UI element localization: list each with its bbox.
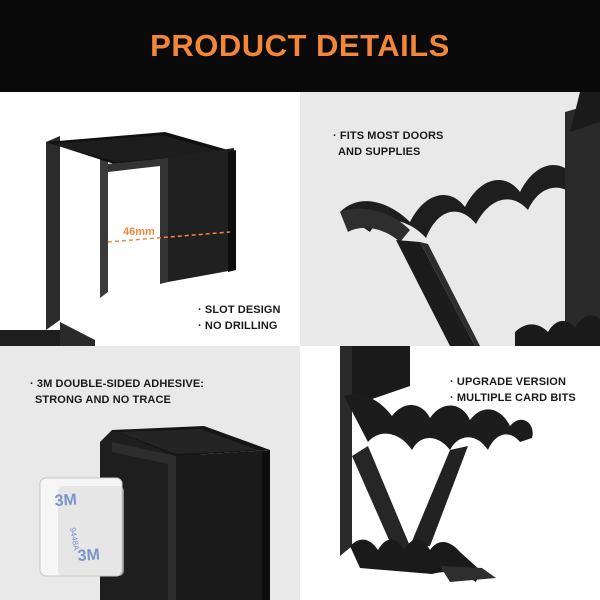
feature-line: · SLOT DESIGN [198,304,281,316]
feature-line: · UPGRADE VERSION [450,376,566,388]
feature-line: · MULTIPLE CARD BITS [450,392,576,404]
header-banner: PRODUCT DETAILS [0,0,600,92]
u-bracket-image [0,132,236,346]
svg-text:9448A: 9448A [68,527,81,552]
feature-caption: · SLOT DESIGN · NO DRILLING [198,302,281,334]
feature-line: · NO DRILLING [198,320,278,332]
wavy-hanger-image [340,92,600,346]
page-title: PRODUCT DETAILS [150,28,450,63]
panel-adhesive: 3M 9448A 3M · 3M DOUBLE-SIDED ADHESIVE: … [0,346,300,600]
panel-fits-doors: · FITS MOST DOORS AND SUPPLIES [300,92,600,346]
full-hanger-image [340,346,533,582]
panel-upgrade: · UPGRADE VERSION · MULTIPLE CARD BITS [300,346,600,600]
feature-line: · FITS MOST DOORS [333,130,444,142]
panel-slot-design: 46mm · SLOT DESIGN · NO DRILLING [0,92,300,346]
feature-line: · 3M DOUBLE-SIDED ADHESIVE: [30,378,205,390]
feature-caption: · UPGRADE VERSION · MULTIPLE CARD BITS [450,374,576,406]
feature-line: AND SUPPLIES [338,146,421,158]
feature-caption: · FITS MOST DOORS AND SUPPLIES [333,128,443,160]
feature-line: STRONG AND NO TRACE [35,394,171,406]
adhesive-bracket-image: 3M 9448A 3M [39,426,270,600]
svg-text:3M: 3M [54,491,77,510]
feature-caption: · 3M DOUBLE-SIDED ADHESIVE: STRONG AND N… [30,376,204,408]
measurement-label: 46mm [123,226,155,238]
svg-text:3M: 3M [77,546,100,565]
